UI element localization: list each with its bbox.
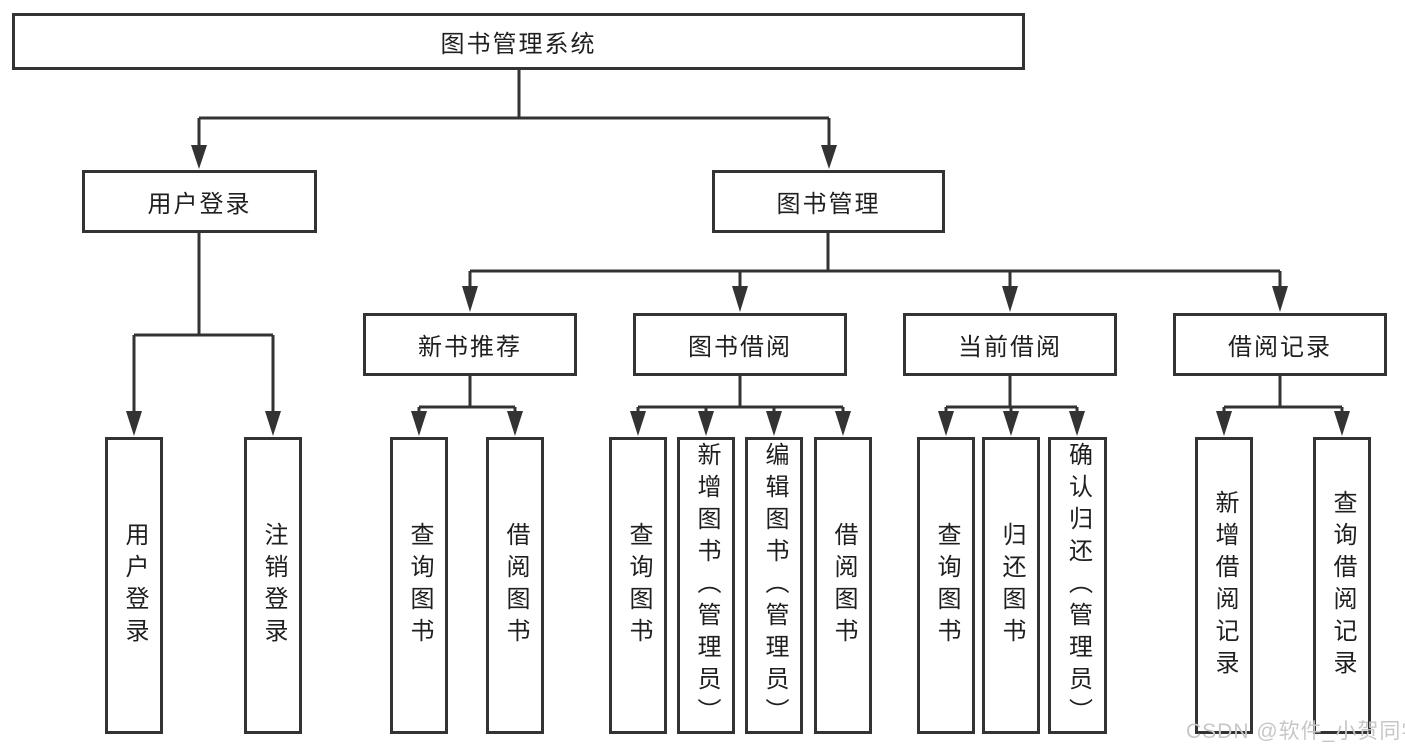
csdn-watermark: CSDN @软件_小贺同学: [1186, 720, 1405, 743]
node-root: 图书管理系统: [12, 13, 1025, 70]
node-new-book-recommendation: 新书推荐: [363, 313, 577, 376]
leaf-borrow-books-recommend: 借阅图书: [486, 437, 544, 734]
leaf-query-books-recommend: 查询图书: [390, 437, 448, 734]
leaf-logout: 注销登录: [244, 437, 302, 734]
leaf-add-books-admin: 新增图书（管理员）: [677, 437, 735, 734]
node-book-borrowing: 图书借阅: [633, 313, 847, 376]
leaf-add-borrow-record: 新增借阅记录: [1195, 437, 1253, 734]
leaf-query-books-current: 查询图书: [917, 437, 975, 734]
node-borrowing-records: 借阅记录: [1173, 313, 1387, 376]
leaf-edit-books-admin: 编辑图书（管理员）: [745, 437, 803, 734]
node-current-borrowing: 当前借阅: [903, 313, 1117, 376]
leaf-user-login: 用户登录: [105, 437, 163, 734]
leaf-query-borrow-record: 查询借阅记录: [1313, 437, 1371, 734]
leaf-query-books-borrow: 查询图书: [609, 437, 667, 734]
leaf-confirm-return-admin: 确认归还（管理员）: [1048, 437, 1107, 734]
leaf-borrow-books: 借阅图书: [814, 437, 872, 734]
leaf-return-books: 归还图书: [982, 437, 1040, 734]
node-user-login: 用户登录: [82, 170, 317, 233]
node-book-management: 图书管理: [712, 170, 945, 233]
